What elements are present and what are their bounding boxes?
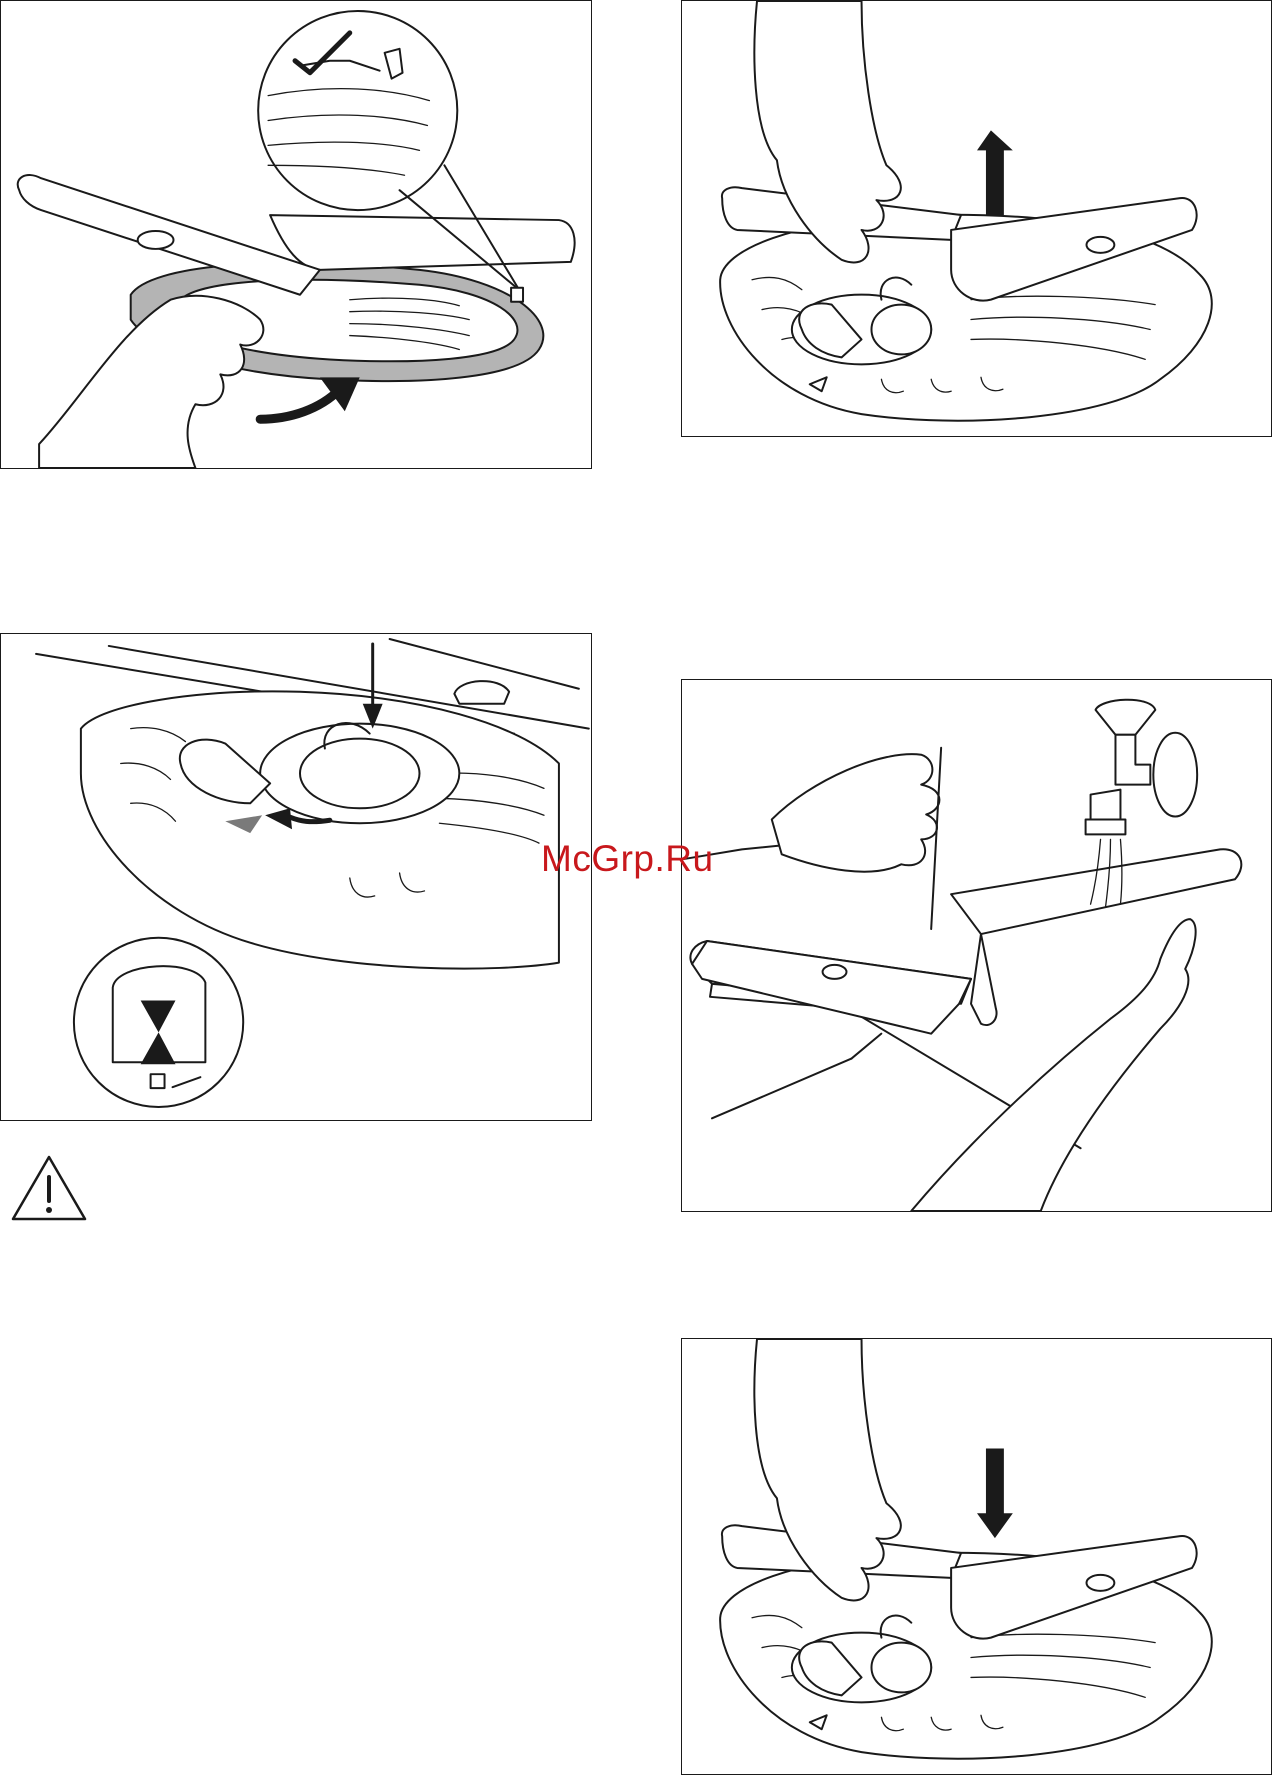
illustration-filter-rotate	[0, 0, 592, 469]
water-tap-icon	[1086, 819, 1126, 834]
up-arrow-icon	[977, 130, 1013, 215]
down-arrow-icon	[977, 1448, 1013, 1538]
illustration-filter-insert	[0, 633, 592, 1121]
spray-arm-clean-drawing	[682, 680, 1271, 1211]
needle-icon	[931, 748, 941, 929]
warning-triangle-icon	[10, 1153, 88, 1223]
illustration-spray-arm-lift	[681, 0, 1272, 437]
spray-arm-refit-drawing	[682, 1339, 1271, 1774]
illustration-spray-arm-clean	[681, 679, 1272, 1212]
watermark-text: McGrp.Ru	[541, 838, 714, 880]
filter-rotate-drawing	[1, 1, 591, 468]
illustration-spray-arm-refit	[681, 1338, 1272, 1775]
filter-insert-drawing	[1, 634, 591, 1120]
spray-arm-lift-drawing	[682, 1, 1271, 436]
